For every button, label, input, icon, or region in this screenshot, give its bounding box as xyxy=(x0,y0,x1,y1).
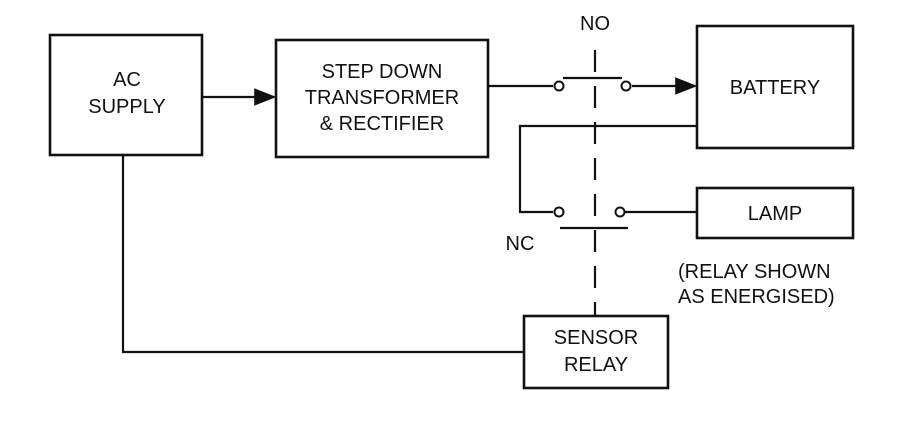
relay-note-line2: AS ENERGISED) xyxy=(678,286,835,308)
sensor-relay-block: SENSOR RELAY xyxy=(522,314,670,390)
battery-block: BATTERY xyxy=(695,24,855,150)
nc-contact xyxy=(553,206,628,230)
no-contact-label: NO xyxy=(580,13,610,35)
wire-ac-to-sensor-relay xyxy=(121,155,524,354)
lamp-block: LAMP xyxy=(695,186,855,240)
ac-supply-label-line1: AC xyxy=(113,69,141,91)
ac-supply-label-line2: SUPPLY xyxy=(88,96,165,118)
transformer-label-line3: & RECTIFIER xyxy=(320,113,444,135)
sensor-relay-label-line1: SENSOR xyxy=(554,327,638,349)
sensor-relay-label-line2: RELAY xyxy=(564,354,628,376)
lamp-label: LAMP xyxy=(748,203,802,225)
no-contact xyxy=(553,76,632,92)
ac-supply-block: AC SUPPLY xyxy=(48,33,204,157)
wire-battery-to-nc-contact xyxy=(518,124,697,214)
nc-contact-label: NC xyxy=(506,233,535,255)
transformer-rectifier-block: STEP DOWN TRANSFORMER & RECTIFIER xyxy=(274,38,490,159)
relay-note-line1: (RELAY SHOWN xyxy=(678,261,831,283)
transformer-label-line2: TRANSFORMER xyxy=(305,87,459,109)
battery-label: BATTERY xyxy=(730,77,820,99)
transformer-label-line1: STEP DOWN xyxy=(322,61,443,83)
